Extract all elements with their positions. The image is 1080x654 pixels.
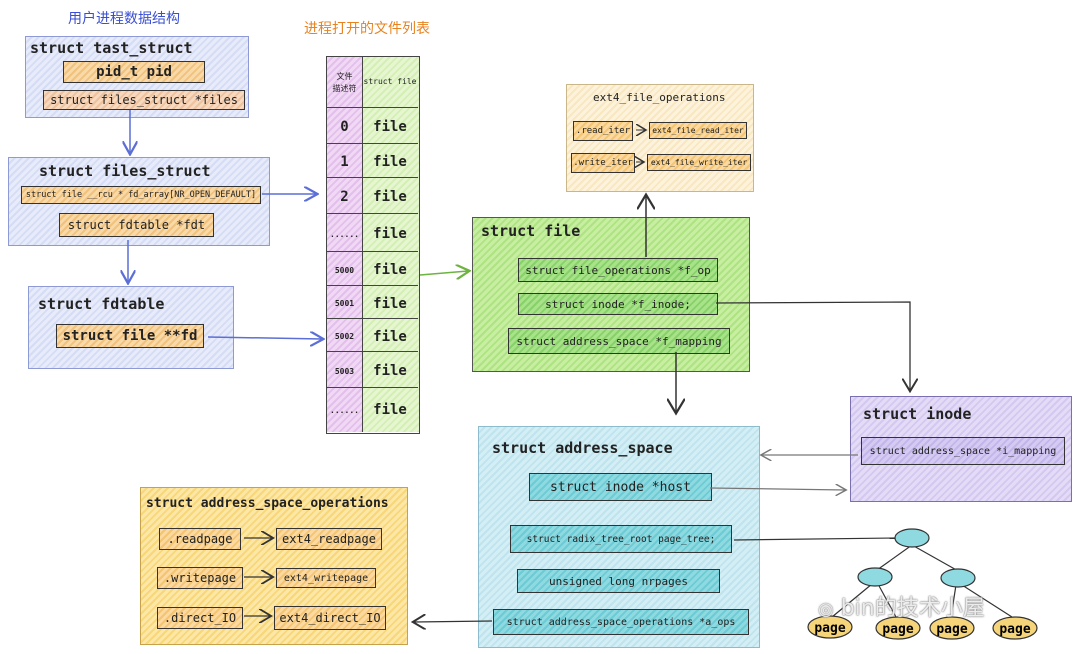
- watermark: ◎ bin的技术小屋: [818, 590, 985, 622]
- page-label-4: page: [999, 622, 1030, 637]
- fd-header: 文件 描述符: [332, 72, 357, 93]
- f-op-field: struct file_operations *f_op: [518, 258, 718, 282]
- fdt-field: struct fdtable *fdt: [59, 213, 214, 237]
- page-label-1: page: [814, 621, 845, 636]
- files-struct-title: struct files_struct: [39, 162, 211, 180]
- page-tree-field: struct radix_tree_root page_tree;: [510, 525, 732, 553]
- ext4-writepage-field: ext4_writepage: [276, 568, 376, 588]
- fd-row-divider: [327, 251, 418, 252]
- file-entry: file: [373, 328, 407, 345]
- page-label-2: page: [882, 622, 913, 637]
- radix-node-right: [940, 568, 976, 588]
- fd-number: 5002: [334, 332, 355, 341]
- aops-box: struct address_space_operations .readpag…: [140, 487, 408, 645]
- nrpages-field: unsigned long nrpages: [517, 569, 720, 593]
- struct-file-box: struct file struct file_operations *f_op…: [472, 217, 750, 372]
- struct-file-title: struct file: [481, 222, 581, 240]
- ext4-direct-io-field: ext4_direct_IO: [274, 606, 386, 630]
- page-node-3: [929, 616, 975, 640]
- fd-row-divider: [327, 107, 418, 108]
- page-node-2: [875, 616, 921, 640]
- watermark-text: bin的技术小屋: [840, 596, 985, 621]
- fd-number: 2: [340, 189, 349, 205]
- fd-row-divider: [327, 143, 418, 144]
- fd-row-divider: [327, 177, 418, 178]
- ext4-write-iter-field: ext4_file_write_iter: [647, 154, 751, 171]
- writepage-field: .writepage: [157, 567, 243, 589]
- radix-root-node: [894, 528, 930, 548]
- file-entry: file: [373, 154, 407, 170]
- fd-number: ......: [330, 229, 359, 239]
- fdtable-title: struct fdtable: [38, 295, 165, 313]
- user-process-label: 用户进程数据结构: [68, 11, 180, 27]
- ext4-read-iter-field: ext4_file_read_iter: [649, 122, 747, 139]
- fd-pointer-field: struct file **fd: [56, 324, 204, 348]
- ext4-file-operations-box: ext4_file_operations .read_iter ext4_fil…: [566, 84, 754, 192]
- fd-table: 文件 描述符 struct file 0 file 1 file 2 file......…: [326, 56, 420, 434]
- radix-node-left: [857, 567, 893, 587]
- file-entry: file: [373, 295, 407, 312]
- read-iter-field: .read_iter: [573, 121, 633, 141]
- ext4-file-operations-title: ext4_file_operations: [593, 91, 726, 104]
- inode-title: struct inode: [863, 405, 972, 423]
- task-struct-box: struct tast_struct pid_t pid struct file…: [25, 36, 249, 118]
- inode-box: struct inode struct address_space *i_map…: [850, 396, 1072, 502]
- fd-row-divider: [327, 285, 418, 286]
- direct-io-field: .direct_IO: [157, 607, 243, 629]
- pid-field: pid_t pid: [63, 61, 205, 83]
- wechat-icon: ◎: [818, 599, 834, 620]
- fd-number: 0: [340, 119, 349, 135]
- ext4-readpage-field: ext4_readpage: [276, 528, 382, 550]
- task-struct-title: struct tast_struct: [30, 39, 193, 57]
- fdtable-box: struct fdtable struct file **fd: [28, 286, 234, 369]
- file-column: [362, 57, 419, 432]
- fd-number: 5001: [334, 299, 355, 308]
- i-mapping-field: struct address_space *i_mapping: [861, 437, 1065, 465]
- file-entry: file: [373, 119, 407, 135]
- files-struct-box: struct files_struct struct file __rcu * …: [8, 157, 270, 246]
- fd-column: [327, 57, 362, 432]
- page-label-3: page: [936, 622, 967, 637]
- address-space-box: struct address_space struct inode *host …: [478, 426, 760, 648]
- fd-number: 1: [340, 154, 349, 170]
- a-ops-field: struct address_space_operations *a_ops: [493, 609, 749, 635]
- f-mapping-field: struct address_space *f_mapping: [508, 328, 730, 354]
- fd-row-divider: [327, 213, 418, 214]
- aops-title: struct address_space_operations: [146, 496, 389, 511]
- open-file-list-label: 进程打开的文件列表: [304, 21, 430, 37]
- f-inode-field: struct inode *f_inode;: [518, 293, 718, 315]
- fd-row-divider: [327, 387, 418, 388]
- file-entry: file: [373, 402, 407, 418]
- page-node-1: [807, 615, 853, 639]
- files-pointer-field: struct files_struct *files: [43, 90, 245, 110]
- fd-row-divider: [327, 351, 418, 352]
- fd-row-divider: [327, 318, 418, 319]
- file-header: struct file: [363, 76, 417, 86]
- file-entry: file: [373, 363, 407, 379]
- file-entry: file: [373, 189, 407, 205]
- fd-array-field: struct file __rcu * fd_array[NR_OPEN_DEF…: [21, 186, 261, 204]
- host-field: struct inode *host: [529, 473, 712, 501]
- page-node-4: [992, 616, 1038, 640]
- file-entry: file: [373, 262, 407, 278]
- address-space-title: struct address_space: [492, 439, 673, 457]
- readpage-field: .readpage: [159, 528, 241, 550]
- fd-number: 5000: [334, 265, 355, 275]
- file-entry: file: [373, 226, 407, 242]
- fd-number: 5003: [334, 366, 355, 376]
- fd-number: ......: [330, 405, 359, 415]
